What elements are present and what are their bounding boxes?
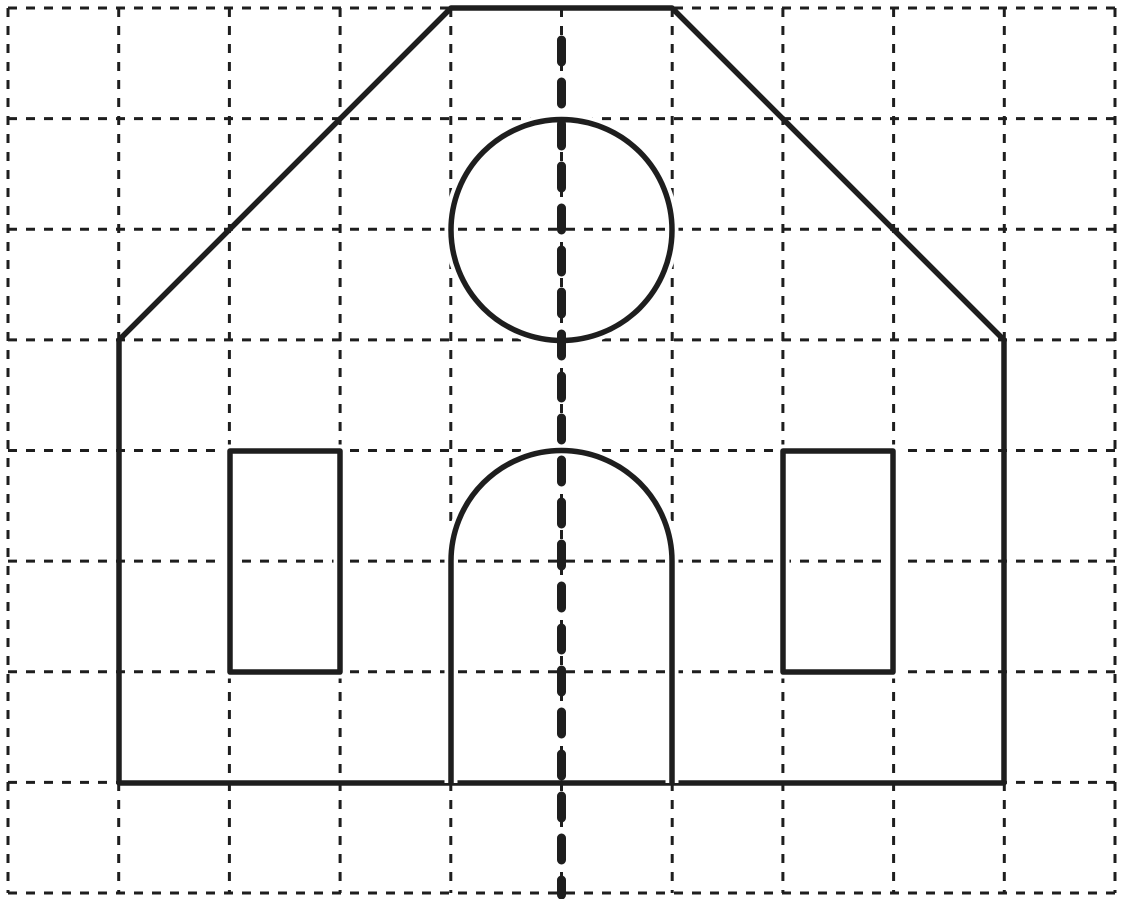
symmetry-figure [0, 0, 1125, 899]
